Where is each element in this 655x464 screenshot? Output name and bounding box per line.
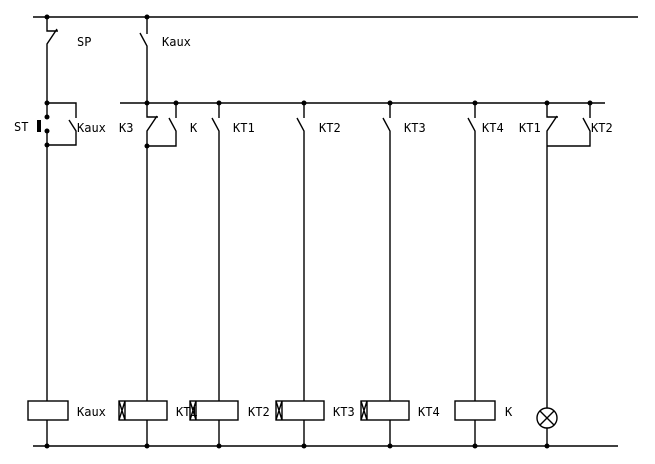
kt1-contact-nc (546, 103, 558, 446)
label-coil-kt3: KT3 (333, 405, 355, 419)
kt3-contact-no (382, 103, 391, 446)
label-k: K (190, 121, 198, 135)
rung-kt4 (360, 100, 410, 449)
label-coil-kt2: KT2 (248, 405, 270, 419)
lamp-icon (536, 407, 558, 429)
label-kt2-no: KT2 (591, 121, 613, 135)
coil-kt3 (275, 400, 325, 421)
kt4-contact-no (467, 103, 476, 446)
label-kt2: KT2 (319, 121, 341, 135)
st-pushbutton (37, 120, 41, 132)
coil-k (454, 400, 496, 421)
coil-kt1 (118, 400, 168, 421)
label-coil-kaux: Kaux (77, 405, 106, 419)
label-kaux-main: Kaux (162, 35, 191, 49)
label-st: ST (14, 120, 28, 134)
kaux-main-contact (139, 17, 148, 103)
rung-lamp (536, 100, 593, 449)
label-coil-kt1: KT1 (176, 405, 198, 419)
rung-kt2 (189, 100, 239, 449)
kaux-hold-contact (47, 102, 77, 146)
rung-kt3 (275, 100, 325, 449)
sp-contact-nc (46, 17, 58, 117)
kt1-contact-no (211, 103, 220, 446)
coil-kaux (27, 400, 69, 421)
label-kt1: KT1 (233, 121, 255, 135)
label-kt3: KT3 (404, 121, 426, 135)
k3-contact-nc (146, 103, 158, 446)
label-kt4: KT4 (482, 121, 504, 135)
label-sp: SP (77, 35, 91, 49)
coil-kt4 (360, 400, 410, 421)
kt2-contact-no (296, 103, 305, 446)
label-kaux-hold: Kaux (77, 121, 106, 135)
rung-k (454, 100, 496, 449)
label-k3: K3 (119, 121, 133, 135)
coil-kt2 (189, 400, 239, 421)
label-kt1-nc: KT1 (519, 121, 541, 135)
rung-kaux (27, 14, 77, 449)
label-coil-kt4: KT4 (418, 405, 440, 419)
rung-kt1 (118, 100, 179, 449)
kt2-contact-no (547, 103, 591, 147)
label-coil-k: K (505, 405, 513, 419)
